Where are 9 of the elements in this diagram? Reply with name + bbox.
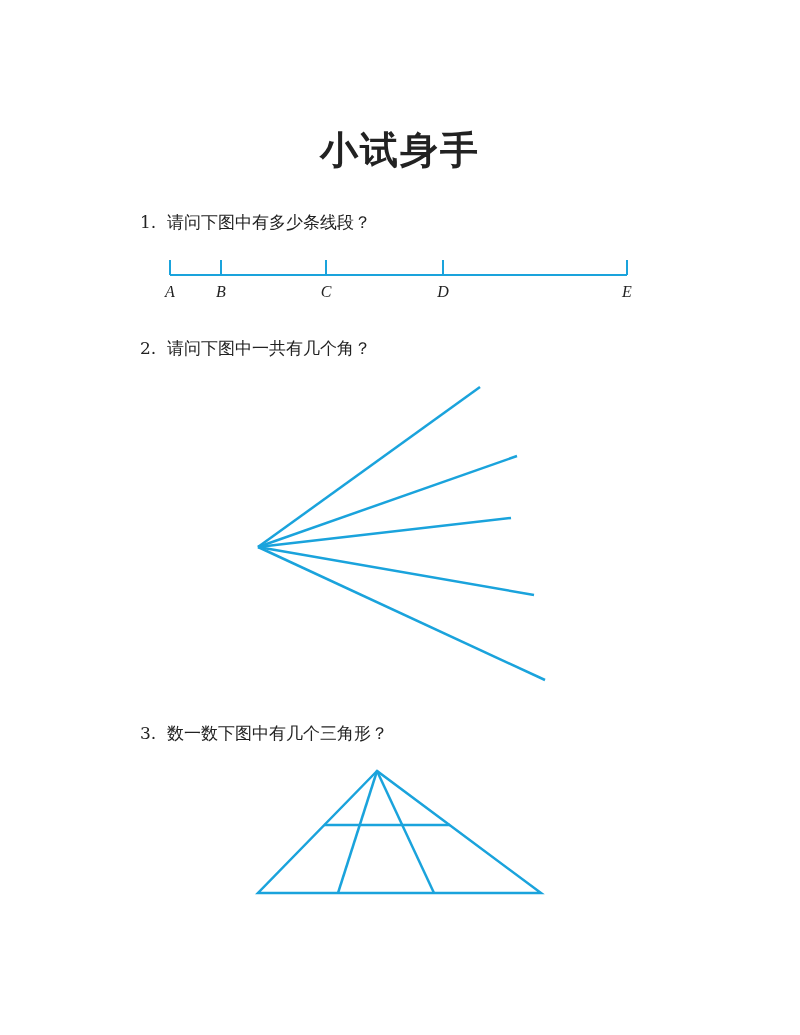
point-label: B bbox=[216, 282, 226, 302]
question-text: 2. 请问下图中一共有几个角？ bbox=[140, 337, 372, 360]
point-label: E bbox=[622, 282, 632, 302]
question-text: 3. 数一数下图中有几个三角形？ bbox=[140, 722, 389, 745]
point-label: D bbox=[437, 282, 449, 302]
question-text: 1. 请问下图中有多少条线段？ bbox=[140, 211, 372, 234]
point-label: A bbox=[165, 282, 175, 302]
point-label: C bbox=[320, 282, 332, 302]
title: 小试身手 bbox=[318, 126, 481, 174]
